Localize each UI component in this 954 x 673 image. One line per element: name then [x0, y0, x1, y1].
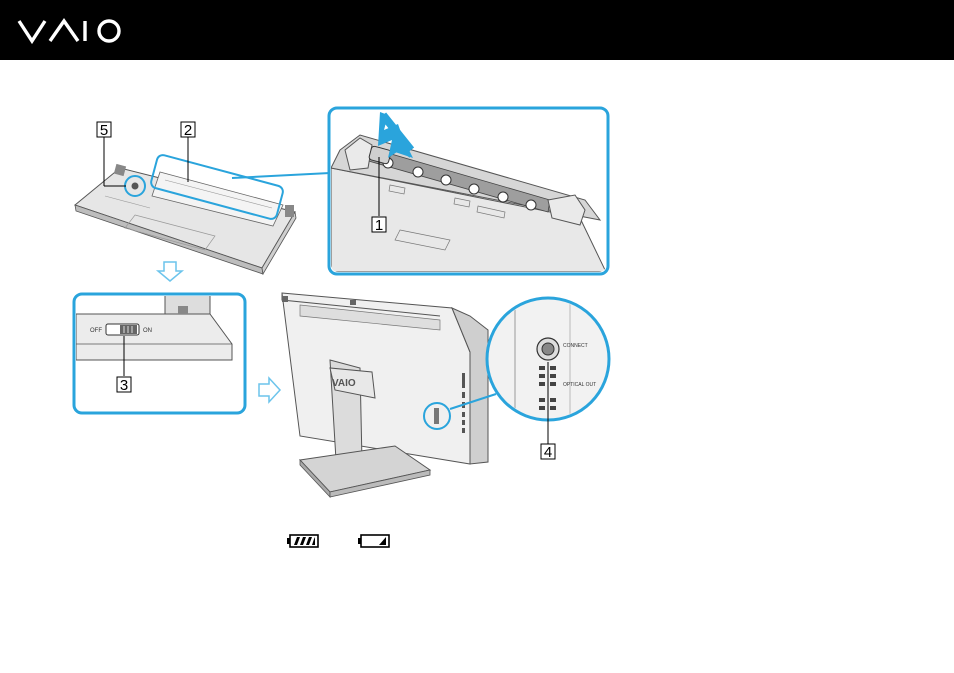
callout-2: 2 — [181, 122, 195, 139]
callout-5-label: 5 — [100, 122, 108, 139]
callout-4: 4 — [541, 444, 555, 461]
arrow-right-icon — [259, 378, 280, 402]
battery-zoom-panel — [329, 108, 608, 274]
header-bar — [0, 0, 954, 60]
callout-1: 1 — [372, 217, 386, 234]
callout-1-label: 1 — [375, 217, 383, 234]
optical-label: OPTICAL OUT — [563, 382, 596, 388]
callout-2-label: 2 — [184, 122, 192, 139]
computer-rear-view: VAIO — [282, 293, 496, 497]
callout-3-label: 3 — [120, 377, 128, 394]
illustration: 5 2 — [0, 60, 954, 560]
vaio-logo — [17, 17, 127, 50]
keyboard-underside — [75, 137, 330, 274]
battery-full-icon — [287, 534, 319, 553]
callout-5: 5 — [97, 122, 111, 139]
power-switch-panel: OFF ON — [74, 294, 245, 413]
connect-label: CONNECT — [563, 343, 588, 349]
switch-on-label: ON — [143, 328, 152, 334]
switch-off-label: OFF — [90, 328, 102, 334]
arrow-down-icon — [158, 262, 182, 281]
battery-low-icon — [358, 534, 390, 553]
svg-text:VAIO: VAIO — [332, 378, 356, 389]
callout-4-label: 4 — [544, 444, 552, 461]
ports-zoom-circle: CONNECT OPTICAL OUT — [487, 298, 609, 444]
callout-3: 3 — [117, 377, 131, 394]
